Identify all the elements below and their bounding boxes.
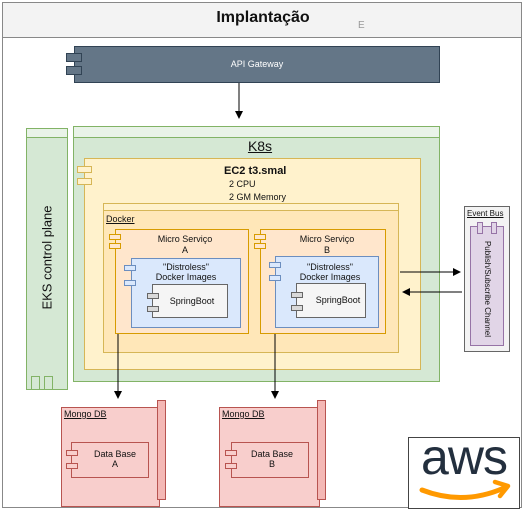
ec2-port-icon: [77, 178, 92, 185]
database-b-line2: B: [268, 459, 275, 469]
springboot-a-port-icon: [147, 306, 159, 312]
docker-images-b-port-icon: [269, 275, 281, 281]
eks-control-plane-box: [26, 128, 68, 390]
channel-box: [470, 226, 504, 346]
aws-wordmark: aws: [421, 429, 508, 485]
api-gateway-port-icon: [66, 53, 82, 62]
database-b-box: [231, 442, 309, 478]
k8s-label: K8s: [247, 138, 273, 154]
mongo-db-b-label: Mongo DB: [222, 409, 265, 419]
mongo-db-a-label: Mongo DB: [64, 409, 107, 419]
docker-images-b-line2: Docker Images: [299, 272, 361, 282]
springboot-a-port-icon: [147, 293, 159, 299]
aws-smile-arrow-icon: [419, 479, 511, 500]
docker-label: Docker: [106, 214, 135, 224]
api-gateway-port-icon: [66, 66, 82, 75]
springboot-b-label: SpringBoot: [315, 295, 361, 305]
docker-images-a-port-icon: [124, 265, 136, 271]
api-gateway-label: API Gateway: [230, 59, 284, 69]
micro-service-a-port-icon: [109, 234, 121, 240]
database-b-port-icon: [225, 463, 237, 469]
database-a-box: [71, 442, 149, 478]
micro-service-b-letter: B: [323, 245, 330, 255]
database-a-port-icon: [66, 450, 78, 456]
database-a-line2: A: [111, 459, 118, 469]
eks-port-icon: [44, 376, 53, 390]
frame-header: [2, 2, 522, 38]
database-b-port-icon: [225, 450, 237, 456]
ec2-port-icon: [77, 166, 92, 173]
micro-service-a-letter: A: [181, 245, 188, 255]
micro-service-b-port-icon: [254, 234, 266, 240]
docker-images-a-line2: Docker Images: [155, 272, 217, 282]
eks-depth-face: [26, 128, 68, 138]
springboot-b-port-icon: [291, 305, 303, 311]
frame-corner-mark: E: [358, 20, 365, 31]
eks-port-icon: [31, 376, 40, 390]
frame-title: Implantação: [216, 9, 310, 26]
springboot-a-box: [152, 284, 228, 318]
database-a-line1: Data Base: [93, 449, 137, 459]
docker-images-a-port-icon: [124, 280, 136, 286]
database-b-line1: Data Base: [250, 449, 294, 459]
mongo-db-a-depth-face: [157, 400, 166, 500]
ec2-memory: 2 GM Memory: [229, 192, 287, 202]
springboot-b-port-icon: [291, 292, 303, 298]
micro-service-a-title: Micro Serviço: [157, 234, 213, 244]
springboot-a-label: SpringBoot: [169, 296, 215, 306]
mongo-db-b-depth-face: [317, 400, 326, 500]
ec2-cpu: 2 CPU: [229, 179, 256, 189]
channel-port-icon: [491, 222, 497, 234]
ec2-title: EC2 t3.smal: [224, 165, 287, 177]
k8s-depth-face: [73, 126, 440, 138]
springboot-b-box: [296, 283, 366, 318]
docker-depth-face: [103, 203, 399, 211]
micro-service-a-port-icon: [109, 243, 121, 249]
database-a-port-icon: [66, 463, 78, 469]
micro-service-b-title: Micro Serviço: [299, 234, 355, 244]
docker-images-a-line1: "Distroless": [163, 262, 209, 272]
api-gateway-box: [74, 46, 440, 83]
micro-service-b-port-icon: [254, 243, 266, 249]
docker-images-b-port-icon: [269, 262, 281, 268]
docker-images-b-line1: "Distroless": [307, 262, 353, 272]
channel-port-icon: [477, 222, 483, 234]
event-bus-label: Event Bus: [467, 209, 504, 218]
